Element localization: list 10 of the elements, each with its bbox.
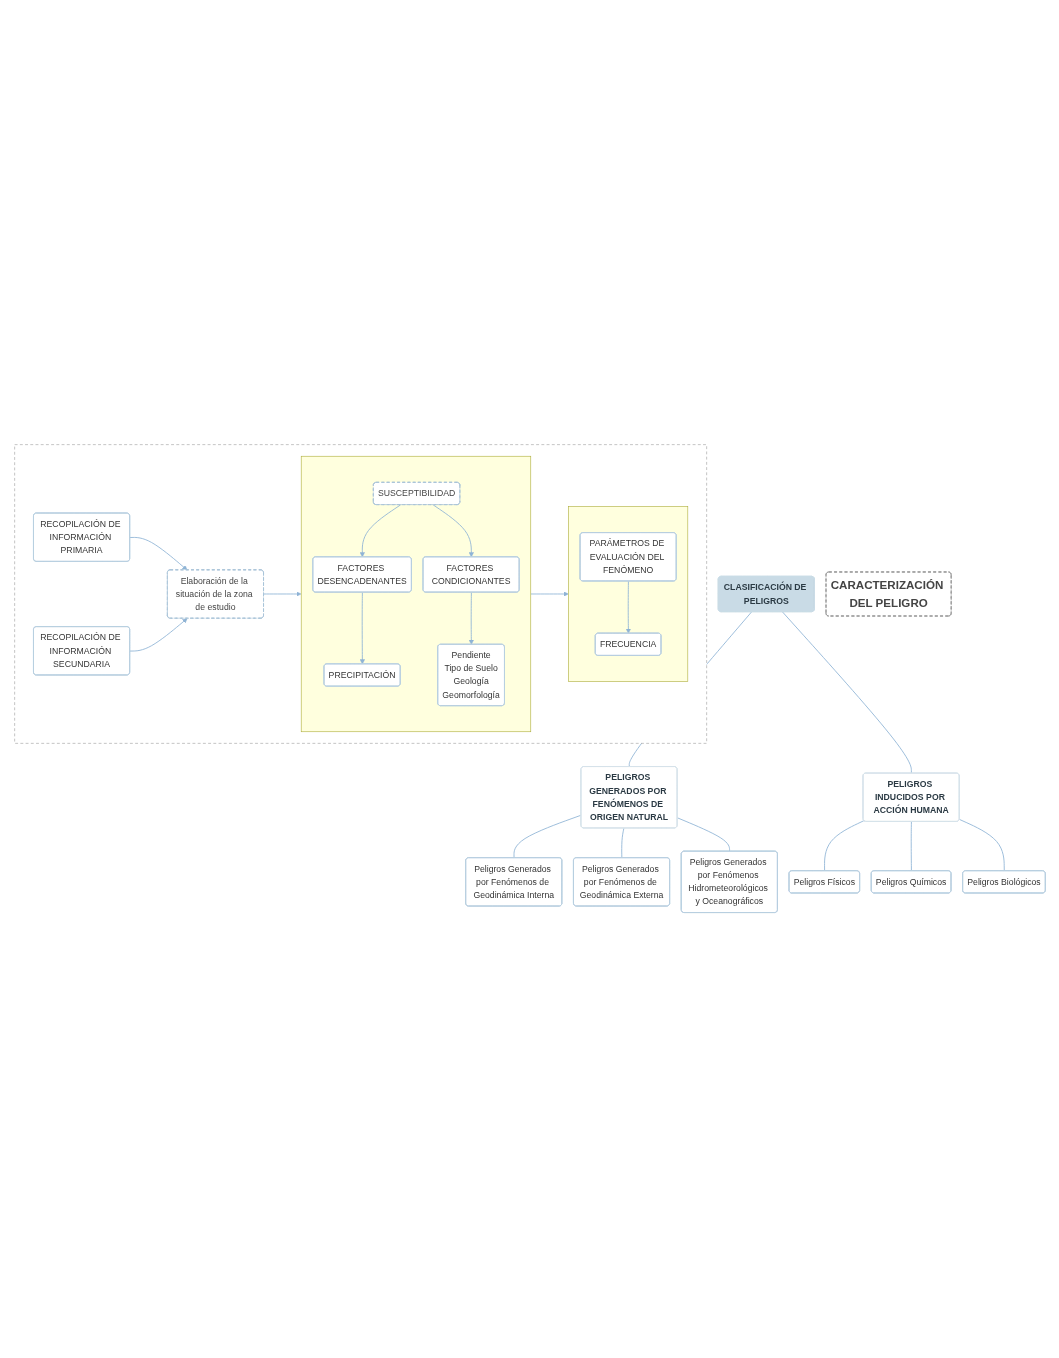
cluster	[13, 444, 707, 745]
connector	[958, 819, 1005, 872]
cluster	[567, 506, 688, 683]
connector	[781, 611, 912, 775]
connector	[910, 821, 912, 872]
cluster	[300, 456, 531, 733]
connector	[823, 820, 864, 872]
connector	[620, 828, 624, 859]
connector	[513, 815, 582, 859]
connector	[676, 817, 730, 853]
